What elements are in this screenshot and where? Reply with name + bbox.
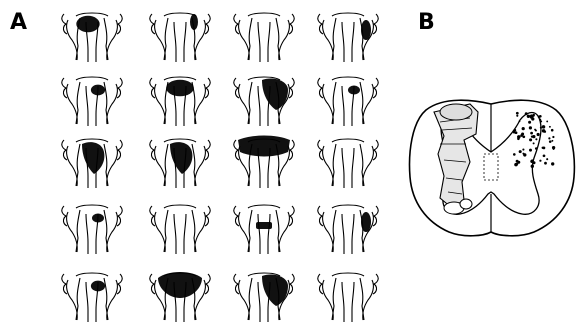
lesion-mark [166, 80, 194, 97]
degeneration-dot [549, 140, 552, 143]
degeneration-dot [538, 116, 541, 119]
degeneration-dot [529, 126, 532, 129]
degeneration-dot [546, 120, 548, 122]
left-lesion-cap [440, 104, 472, 120]
degeneration-dot [515, 131, 518, 134]
degeneration-dot [548, 137, 550, 139]
cord-section [62, 139, 122, 188]
degeneration-dot [542, 147, 544, 149]
degeneration-dot [531, 165, 534, 168]
cord-section [62, 205, 122, 254]
degeneration-dot [523, 153, 526, 156]
cord-section [62, 273, 122, 322]
degeneration-dot [522, 127, 525, 130]
cord-section [318, 139, 378, 188]
degeneration-dot [516, 112, 519, 115]
cord-section [318, 13, 378, 62]
degeneration-dot [519, 150, 522, 153]
cord-section [150, 77, 210, 126]
degeneration-dot [522, 149, 524, 151]
cord-section [150, 139, 210, 188]
lesion-mark [262, 274, 288, 306]
degeneration-dot [540, 127, 542, 129]
degeneration-dot [537, 133, 540, 136]
degeneration-dot [528, 121, 531, 124]
cord-section [150, 13, 210, 62]
cord-section [234, 205, 294, 254]
degeneration-dot [529, 149, 532, 152]
cord-section [234, 136, 294, 189]
degeneration-dot [521, 132, 524, 135]
degeneration-dot [544, 162, 547, 165]
degeneration-dot [539, 160, 541, 162]
degeneration-dot [553, 148, 555, 150]
cord-section [234, 13, 294, 62]
cord-section [318, 273, 378, 322]
degeneration-dot [535, 147, 538, 150]
degeneration-dot [534, 129, 536, 131]
lesion-mark [262, 78, 288, 110]
degeneration-dot [530, 114, 534, 118]
degeneration-dot [529, 138, 532, 141]
degeneration-dot [542, 125, 546, 129]
degeneration-dot [517, 161, 520, 164]
degeneration-dot [551, 162, 554, 165]
degeneration-dot [531, 135, 533, 137]
degeneration-dot [525, 112, 528, 115]
cord-section [62, 13, 122, 62]
lesion-mark [170, 142, 192, 174]
degeneration-dot [546, 158, 548, 160]
degeneration-dot [517, 138, 520, 141]
lesion-section-grid [0, 0, 400, 336]
degeneration-dot [542, 129, 545, 132]
cord-section [318, 77, 378, 126]
degeneration-dot [540, 120, 542, 122]
degeneration-dot [527, 115, 530, 118]
degeneration-dot [513, 153, 516, 156]
cord-section [62, 77, 122, 126]
cord-section [234, 273, 294, 322]
lesion-mark [82, 142, 104, 174]
degeneration-dot [551, 140, 553, 142]
degeneration-dot [552, 136, 554, 138]
degeneration-dot [535, 138, 537, 140]
degeneration-dot [543, 154, 546, 157]
spinal-cord-cross-section [404, 82, 579, 240]
cord-section [318, 205, 378, 254]
cord-section [150, 205, 210, 254]
degeneration-dot [516, 115, 518, 117]
degeneration-dot [551, 129, 554, 132]
degeneration-dot [519, 120, 521, 122]
degeneration-dot [530, 132, 533, 135]
cord-section [234, 77, 294, 126]
cord-section [150, 272, 210, 322]
degeneration-dot [533, 142, 535, 144]
degeneration-dot [549, 126, 551, 128]
panel-b-label: B [418, 12, 435, 34]
degeneration-dot [530, 160, 533, 163]
